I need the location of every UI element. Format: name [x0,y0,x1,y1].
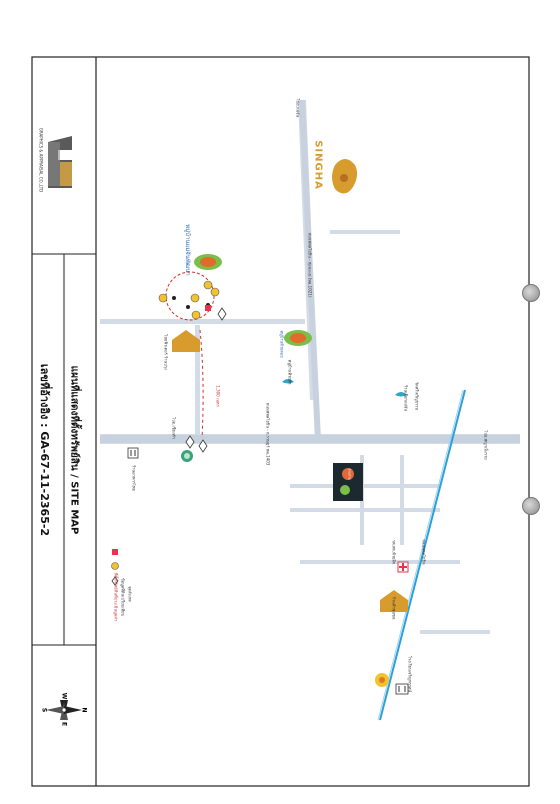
legend-symbols [111,549,119,586]
main-road-name: ถนนพหลโยธิน - ทุ่งมะแม่ (ทล.1021) [307,232,313,298]
singha-brand-label: SINGHA [312,140,324,190]
shop-1-label: โฮมพิวเตอร์ ร้านปรุง [163,334,169,370]
road-right-label: ไปอ.พญาเม็งราย [483,430,489,460]
school-icon [395,683,409,695]
village-icons [194,254,312,346]
landmark-pins [185,307,227,453]
bottom-label: ร้านค้าชุมชน [391,596,397,620]
railway-line [379,389,466,721]
road-right-name: ถนนพหลโยธิน [421,539,427,565]
hospital-label: รพ.สต.ห้วยลึก [391,539,397,565]
document-reference: เลขที่อ้างอิง : GA-67-11-2365-2 [38,363,51,537]
road-mid-name: ถนนพหลโยธิน - ถ.ราษฎร์ ทล.1403 [265,402,271,466]
legend-comparable-label: ข้อมูลที่ดินเปรียบเทียบ [120,577,126,617]
distance-label: 1,300 เมตร [215,385,221,407]
compass-s: S [40,707,48,713]
company-logo [44,130,74,190]
bird-icons [282,379,407,397]
map-title: แผนที่แสดงที่ตั้งทรัพย์สิน / SITE MAP [68,365,80,535]
village-2-label: หมู่บ้านห้วยดอย [279,330,285,358]
compass-n: N [80,707,88,713]
outer-frame [31,56,530,787]
shop-block [333,463,363,501]
binder-hole-bottom [522,497,540,515]
road-mid-left-label: ไปอ.เชียงคำ [171,417,177,439]
compass-w: W [60,692,68,700]
restaurant-icon [127,447,139,459]
radius-circle [165,271,215,321]
park-icon [181,450,193,462]
thai-shop-label: ร้านเลือกแม่จัน [403,384,409,412]
restaurant-label: ร้านอาหารไทย [131,465,137,491]
gas-station-icon [375,673,389,687]
legend-subject-label: ที่ตั้งทรัพย์สินที่ประเมินมูลค่า [113,572,119,622]
binder-hole-top [522,284,540,302]
store-label: บ้านสวน [347,468,352,480]
road-top-label: ไปอ.แม่จัน [295,98,301,118]
school-label: โรงเรียนเจริญทรรศน์ [407,655,413,693]
village-3-label: หมู่บ้านห้วยสัก [287,359,293,385]
village-1-label: หมู่บ้านแม่จันพัฒนา [184,224,191,276]
hospital-icon [397,561,409,573]
singha-logo [332,159,358,194]
subject-property-marker [205,305,211,311]
legend-landmark-label: จุดสังเกต [127,586,133,602]
company-name: GRAPHICS & APPRAISAL CO.,LTD [38,127,44,193]
temple-label: วัดศรีเจริญธรรม [414,381,420,411]
comparable-markers [158,280,220,320]
temple-icons [172,330,408,612]
compass-rose [46,700,82,720]
route-path [199,329,204,439]
compass-e: E [60,721,68,727]
